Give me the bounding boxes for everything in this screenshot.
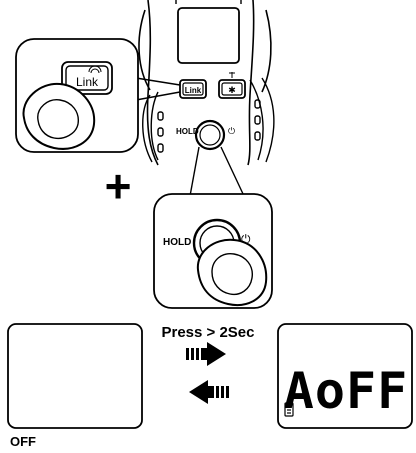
power-callout-lines [189,146,245,197]
display-off [7,323,143,429]
meter-screen [177,7,240,64]
zoom-power-icon: ⏻ [241,232,251,246]
meter-light-button[interactable]: ✱ [218,72,246,99]
display-aoff: AoFF [277,323,413,429]
power-zoom-panel: HOLD ⏻ [153,193,273,309]
zoom-hold-label: HOLD [163,237,191,248]
link-callout-lines [135,77,181,101]
meter-body [138,0,272,166]
zoom-link-button[interactable]: Link [61,61,113,95]
meter-hold-label: HOLD [176,127,199,136]
arrow-right-icon [186,342,226,366]
arrow-left-icon [189,380,229,404]
meter-link-button[interactable]: Link [179,79,207,99]
battery-icon [284,400,294,417]
lcd-readout: AoFF [284,362,408,420]
meter-power-button[interactable] [194,119,226,151]
link-zoom-panel: Link [15,38,139,153]
finger-icon [22,82,96,150]
finger-icon [196,238,268,306]
backlight-icon [229,72,235,78]
plus-sign: + [105,160,132,212]
svg-text:✱: ✱ [228,86,236,96]
svg-text:Link: Link [185,86,202,95]
wireless-link-icon [88,65,102,74]
svg-text:Link: Link [76,75,99,89]
meter-power-icon: ⏻ [228,126,235,137]
off-label: OFF [10,434,36,449]
side-grip-right [249,77,275,163]
press-instruction: Press > 2Sec [162,324,255,341]
